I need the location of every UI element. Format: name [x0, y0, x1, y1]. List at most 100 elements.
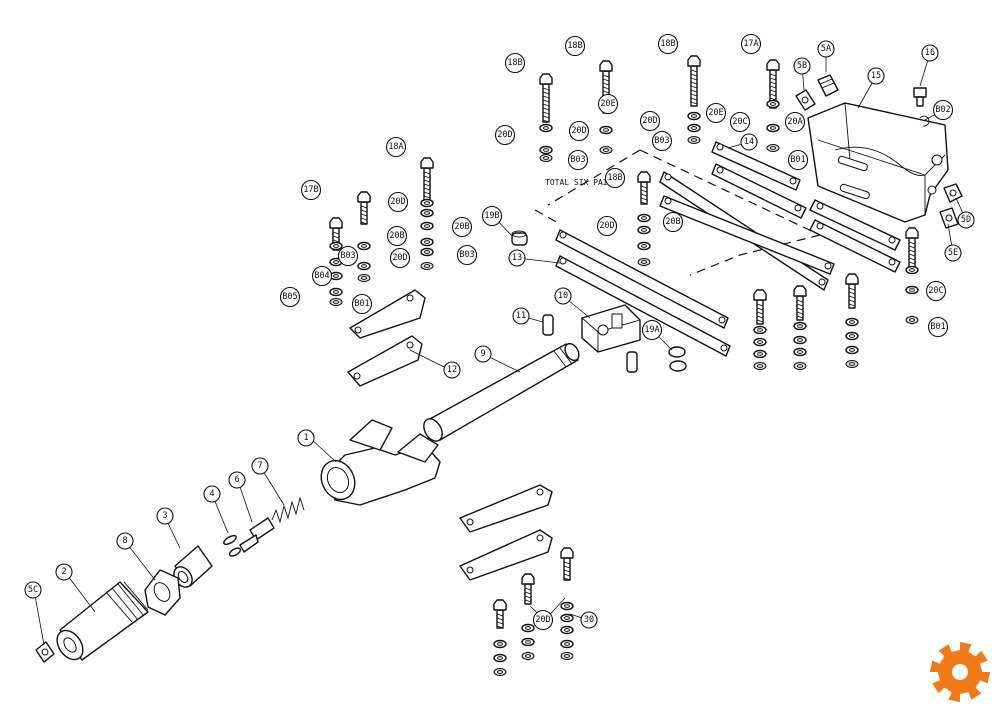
svg-text:17B: 17B	[303, 185, 318, 195]
callout-c1: 1	[297, 429, 315, 447]
part-9-shaft	[423, 342, 580, 442]
svg-text:1: 1	[303, 433, 308, 443]
part-10-clamp-block	[581, 304, 641, 353]
bolt-stack-5	[420, 157, 434, 270]
callout-c20b-1: 20B	[386, 225, 408, 247]
svg-text:20B: 20B	[389, 231, 404, 241]
callout-c5e: 5E	[944, 244, 962, 262]
callout-c20e-1: 20E	[705, 102, 727, 124]
svg-text:5E: 5E	[948, 248, 958, 258]
svg-text:16: 16	[925, 48, 935, 58]
screw-16	[913, 87, 927, 107]
svg-text:15: 15	[871, 71, 881, 81]
callout-c13: 13	[508, 249, 526, 267]
svg-text:B01: B01	[354, 299, 369, 309]
callout-cb05: B05	[279, 286, 301, 308]
svg-text:20D: 20D	[571, 126, 586, 136]
callout-cb03-2: B03	[651, 130, 673, 152]
callout-c11: 11	[512, 307, 530, 325]
bolt-stack-15	[493, 599, 507, 676]
part-12-plates	[347, 289, 553, 581]
callout-cb02: B02	[932, 99, 954, 121]
callout-c5d: 5D	[957, 211, 975, 229]
callout-c5a: 5A	[817, 40, 835, 58]
svg-text:18B: 18B	[567, 41, 582, 51]
svg-text:12: 12	[447, 365, 457, 375]
svg-text:20D: 20D	[535, 615, 550, 625]
bolt-stack-9	[905, 227, 919, 324]
callout-c14: 14	[740, 133, 758, 151]
callout-c3: 3	[156, 507, 174, 525]
fitting-5a	[817, 74, 839, 97]
bolt-stack-11	[793, 285, 807, 370]
bolt-stack-14	[521, 573, 535, 660]
svg-text:B05: B05	[282, 292, 297, 302]
callout-c20d-3: 20D	[639, 110, 661, 132]
callout-c17b: 17B	[300, 179, 322, 201]
bolt-stack-4	[766, 59, 780, 152]
bolt-stack-10	[753, 289, 767, 370]
part-11-pin	[542, 314, 638, 373]
svg-text:20D: 20D	[599, 221, 614, 231]
callout-c20c-1: 20C	[729, 111, 751, 133]
part-6-screw	[239, 517, 275, 553]
svg-text:20E: 20E	[600, 99, 615, 109]
part-2-sleeve	[56, 581, 149, 661]
svg-text:20B: 20B	[454, 222, 469, 232]
callout-cb03-4: B03	[456, 244, 478, 266]
callout-cb01-1: B01	[787, 149, 809, 171]
callout-c18b-4: 18B	[604, 167, 626, 189]
svg-text:20D: 20D	[642, 116, 657, 126]
part-8-nut	[144, 569, 181, 616]
svg-text:20D: 20D	[497, 130, 512, 140]
callout-c20d-7: 20D	[532, 609, 554, 631]
callout-c20c-2: 20C	[925, 280, 947, 302]
svg-text:8: 8	[122, 536, 127, 546]
svg-text:20E: 20E	[708, 108, 723, 118]
svg-text:5D: 5D	[961, 215, 971, 225]
callout-c10: 10	[554, 287, 572, 305]
spacer-19a	[668, 346, 687, 372]
svg-text:B04: B04	[314, 271, 329, 281]
callout-c30: 30	[580, 611, 598, 629]
svg-text:10: 10	[558, 291, 568, 301]
callout-c20b-2: 20B	[451, 216, 473, 238]
callout-c19b: 19B	[481, 205, 503, 227]
bolt-stack-3	[687, 55, 701, 144]
callout-c19a: 19A	[641, 319, 663, 341]
svg-text:19A: 19A	[644, 325, 659, 335]
bolt-stack-1	[539, 73, 553, 162]
svg-text:30: 30	[584, 615, 594, 625]
svg-text:20A: 20A	[787, 117, 802, 127]
bolt-stack-12	[845, 273, 859, 368]
svg-text:5C: 5C	[28, 585, 38, 595]
part-15-bracket-housing	[807, 102, 949, 223]
callout-cb03-3: B03	[337, 245, 359, 267]
svg-text:B03: B03	[459, 250, 474, 260]
svg-text:18B: 18B	[660, 39, 675, 49]
svg-text:3: 3	[162, 511, 167, 521]
svg-text:11: 11	[516, 311, 526, 321]
callout-c15: 15	[867, 67, 885, 85]
assembly-dashed-outline	[534, 149, 821, 276]
svg-text:9: 9	[480, 349, 485, 359]
svg-text:B03: B03	[570, 155, 585, 165]
part-5c-screw	[35, 641, 55, 663]
total-six-pairs-note: TOTAL SIX PAIRS	[545, 178, 617, 187]
callout-c20b-3: 20B	[662, 211, 684, 233]
callout-c6: 6	[228, 471, 246, 489]
svg-text:20B: 20B	[665, 217, 680, 227]
bolt-stack-13	[560, 547, 574, 660]
svg-text:2: 2	[61, 567, 66, 577]
callout-c20d-4: 20D	[387, 191, 409, 213]
svg-text:19B: 19B	[484, 211, 499, 221]
svg-text:18B: 18B	[607, 173, 622, 183]
part-4-key	[223, 534, 242, 557]
bolt-stack-6	[357, 191, 371, 282]
svg-text:B02: B02	[935, 105, 950, 115]
svg-text:6: 6	[234, 475, 239, 485]
fitting-5b	[795, 89, 816, 111]
callout-c20d-6: 20D	[596, 215, 618, 237]
brand-gear-logo	[930, 642, 990, 702]
callout-cb01-3: B01	[927, 316, 949, 338]
